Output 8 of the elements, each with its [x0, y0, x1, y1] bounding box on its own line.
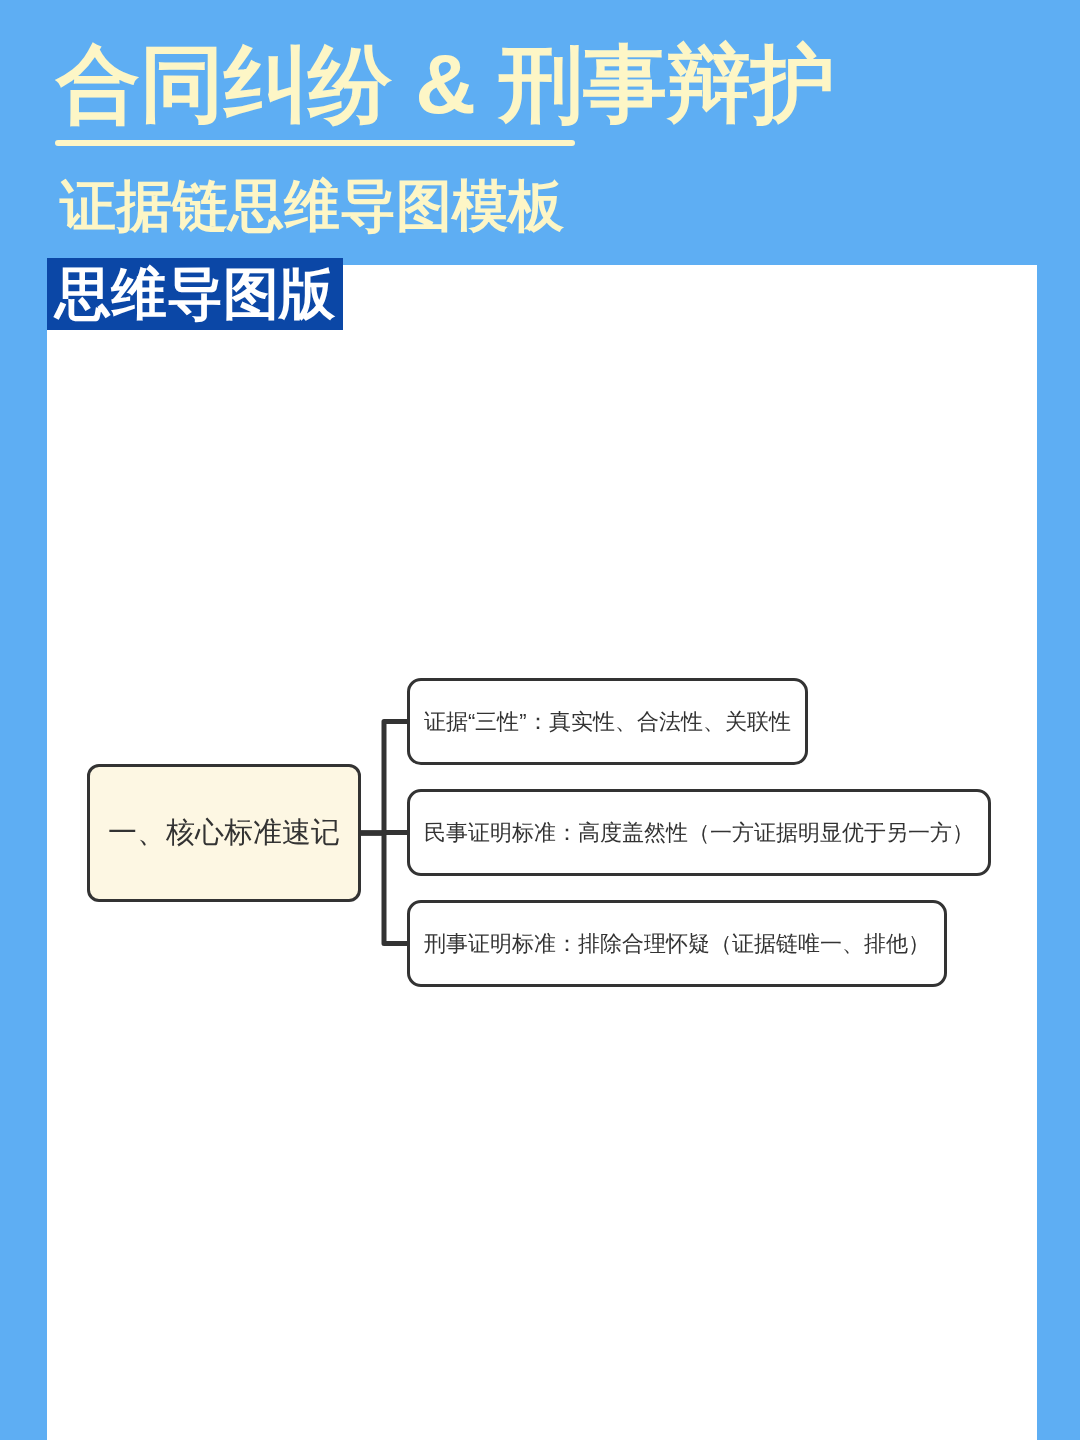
subtopic-box: 证据“三性”：真实性、合法性、关联性	[407, 678, 808, 765]
connector-line	[361, 830, 407, 946]
subtitle: 证据链思维导图模板	[60, 173, 564, 239]
title: 合同纠纷 & 刑事辩护	[56, 36, 836, 133]
root-topic-box: 一、核心标准速记	[87, 764, 361, 902]
subtopic-box: 刑事证明标准：排除合理怀疑（证据链唯一、排他）	[407, 900, 947, 987]
tag-label: 思维导图版	[47, 258, 343, 330]
subtopic-box: 民事证明标准：高度盖然性（一方证据明显优于另一方）	[407, 789, 991, 876]
